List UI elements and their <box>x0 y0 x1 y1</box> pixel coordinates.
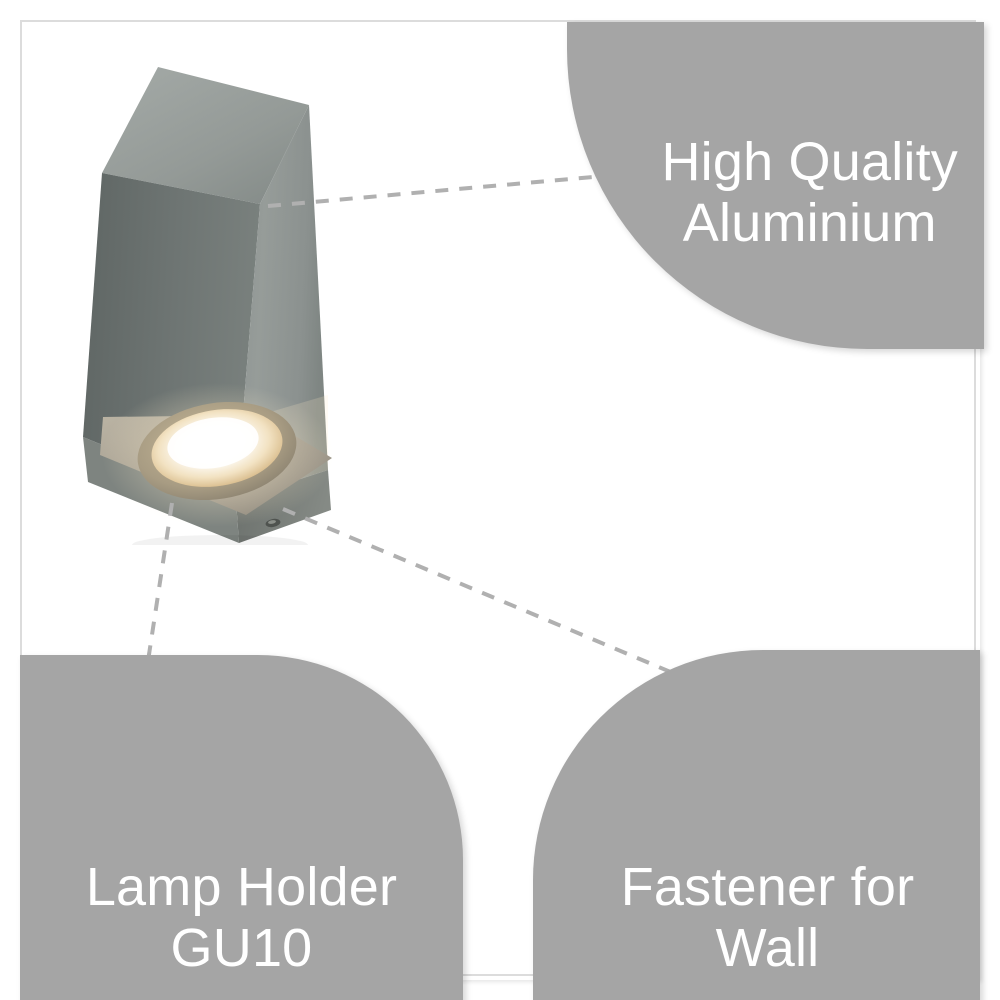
lamp-top-face <box>102 67 309 204</box>
callout-panel-lamp-holder[interactable]: Lamp Holder GU10 <box>20 655 463 1000</box>
callout-panel-aluminium[interactable]: High Quality Aluminium <box>567 22 984 349</box>
callout-label-fastener: Fastener for Wall <box>620 857 915 978</box>
lamp-hotspot <box>167 417 259 469</box>
callout-panel-fastener[interactable]: Fastener for Wall <box>533 650 980 1000</box>
product-illustration <box>83 67 334 545</box>
lamp-contact-shadow <box>132 535 308 545</box>
callout-label-lamp-holder: Lamp Holder GU10 <box>85 857 398 978</box>
wall-fastener-screw-highlight <box>268 520 276 524</box>
callout-label-aluminium: High Quality Aluminium <box>661 132 958 253</box>
